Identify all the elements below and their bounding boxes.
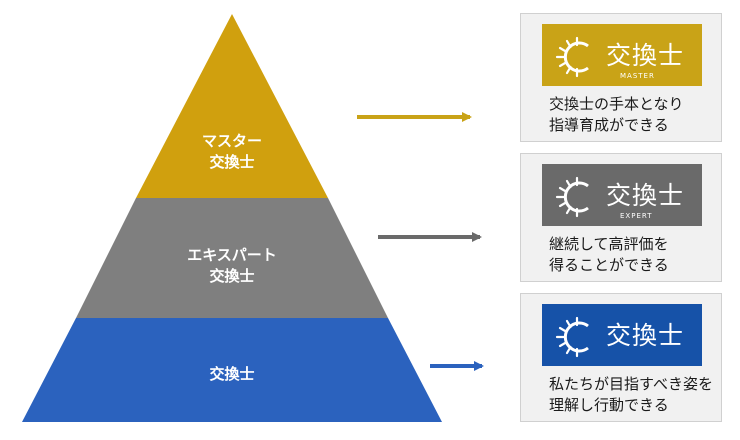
badge-master-level: MASTER [620,72,655,80]
tier-label-expert: エキスパート 交換士 [172,245,292,287]
tier-label-expert-line1: エキスパート [187,246,277,264]
badge-base: 交換士 [542,304,702,366]
badge-expert-name: 交換士 [606,181,685,210]
tier-label-master-line2: 交換士 [209,153,255,171]
c-sunburst-logo-icon [555,316,589,358]
badge-master: 交換士 MASTER [542,24,702,86]
tier-label-master: マスター 交換士 [182,131,282,173]
c-sunburst-logo-icon [555,36,589,78]
c-sunburst-logo-icon [555,176,589,218]
pyramid-tier-base [22,318,442,422]
tier-label-base: 交換士 [182,364,282,385]
card-master: 交換士 MASTER 交換士の手本となり 指導育成ができる [520,13,722,142]
card-base-desc-line1: 私たちが目指すべき姿を [549,375,713,393]
card-master-desc-line1: 交換士の手本となり [549,95,684,113]
tier-label-master-line1: マスター [201,132,262,150]
card-expert: 交換士 EXPERT 継続して高評価を 得ることができる [520,153,722,282]
card-master-desc-line2: 指導育成ができる [549,116,669,134]
card-base-desc-line2: 理解し行動できる [549,396,669,414]
tier-label-base-line1: 交換士 [209,365,255,383]
card-base-description: 私たちが目指すべき姿を 理解し行動できる [549,374,719,416]
card-expert-desc-line2: 得ることができる [549,256,669,274]
tier-label-expert-line2: 交換士 [209,267,255,285]
card-expert-desc-line1: 継続して高評価を [549,235,669,253]
badge-expert-level: EXPERT [620,212,653,220]
pyramid-tier-master [136,14,328,198]
card-expert-description: 継続して高評価を 得ることができる [549,234,719,276]
pyramid-tier-expert [76,198,388,318]
badge-expert: 交換士 EXPERT [542,164,702,226]
card-base: 交換士 私たちが目指すべき姿を 理解し行動できる [520,293,722,422]
card-master-description: 交換士の手本となり 指導育成ができる [549,94,719,136]
badge-base-name: 交換士 [606,321,685,350]
badge-master-name: 交換士 [606,41,685,70]
